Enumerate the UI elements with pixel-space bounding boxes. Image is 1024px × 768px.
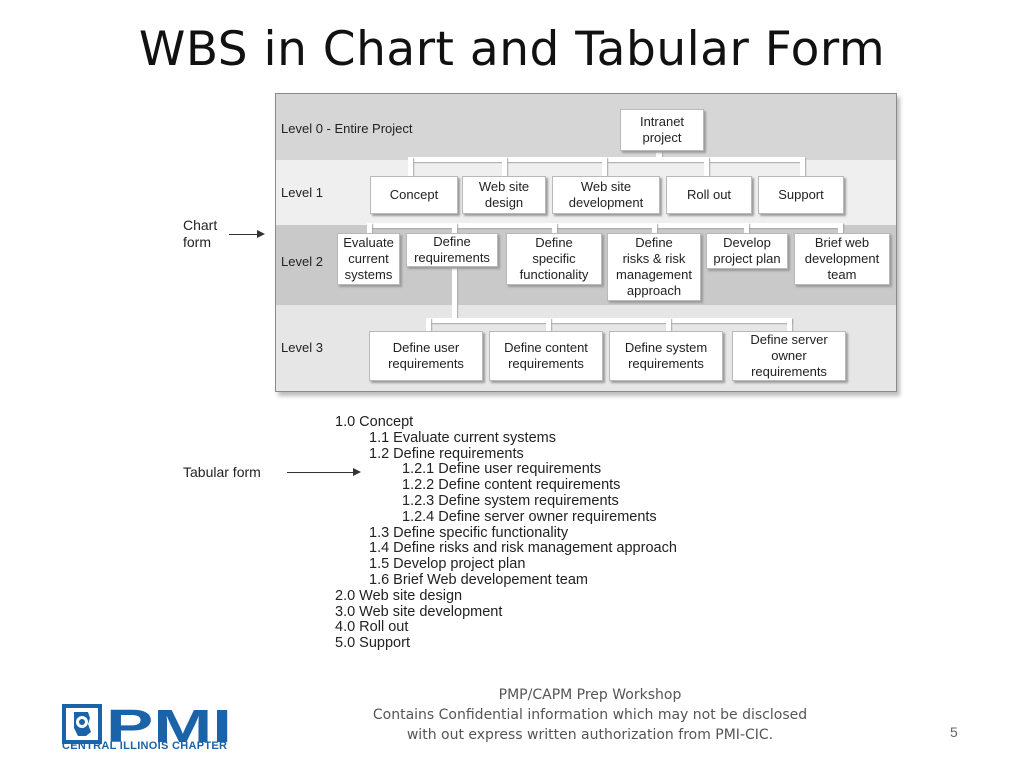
wbs-node-define-content-requirements: Define content requirements [489,331,603,381]
connector [408,157,413,177]
connector [800,157,805,177]
level-3-label: Level 3 [281,340,323,355]
footer-line-2: Contains Confidential information which … [372,707,808,723]
tabular-item: 1.3 Define specific functionality [369,524,569,541]
connector [652,223,657,235]
tabular-item: 1.0 Concept [335,414,414,430]
chart-form-arrow [229,230,265,238]
tabular-form-arrow [287,468,361,476]
tabular-item: 1.2.3 Define system requirements [402,492,619,509]
wbs-node-define-requirements: Define requirements [406,233,498,267]
connector [666,318,671,332]
tabular-item: 1.4 Define risks and risk management app… [369,540,677,557]
connector [546,318,551,332]
pmi-logo-text: PMI [106,700,232,752]
wbs-node-define-system-requirements: Define system requirements [609,331,723,381]
connector [502,157,507,177]
wbs-node-concept: Concept [370,176,458,214]
footer-line-1: PMP/CAPM Prep Workshop [498,687,682,703]
tabular-item: 2.0 Web site design [335,587,463,604]
connector [744,223,749,235]
wbs-node-web-site-design: Web site design [462,176,546,214]
chart-form-label: Chart form [183,217,218,250]
slide-title: WBS in Chart and Tabular Form [138,22,886,77]
tabular-item: 1.2.2 Define content requirements [402,477,621,494]
level-1-label: Level 1 [281,185,323,200]
wbs-node-define-specific-functionality: Define specific functionality [506,233,602,285]
connector [552,223,557,235]
tabular-form-label: Tabular form [183,464,261,480]
connector [367,223,372,235]
connector [704,157,709,177]
tabular-item: 1.2.1 Define user requirements [402,461,602,478]
wbs-node-evaluate-current-systems: Evaluate current systems [337,233,400,285]
connector [426,318,792,323]
tabular-item: 1.5 Develop project plan [369,556,526,573]
connector [787,318,792,332]
level-0-band [276,94,896,160]
tabular-item: 1.6 Brief Web developement team [369,571,588,588]
tabular-item: 4.0 Roll out [335,619,409,636]
wbs-node-web-site-development: Web site development [552,176,660,214]
connector [602,157,607,177]
wbs-node-define-server-owner-requirements: Define server owner requirements [732,331,846,381]
connector [656,145,662,159]
wbs-node-develop-project-plan: Develop project plan [706,233,788,269]
wbs-chart: Level 0 - Entire Project Level 1 Level 2… [275,93,897,392]
footer-line-3: with out express written authorization f… [406,727,774,743]
connector [838,223,843,235]
wbs-node-define-risks: Define risks & risk management approach [607,233,701,301]
wbs-node-support: Support [758,176,844,214]
tabular-item: 3.0 Web site development [335,603,503,620]
wbs-node-define-user-requirements: Define user requirements [369,331,483,381]
footer: PMP/CAPM Prep Workshop Contains Confiden… [330,685,850,745]
connector [367,223,843,228]
wbs-node-intranet-project: Intranet project [620,109,704,151]
page-number: 5 [950,724,958,740]
tabular-item: 1.2.4 Define server owner requirements [402,508,657,525]
level-2-label: Level 2 [281,254,323,269]
pmi-logo: PMI [62,700,232,752]
connector [452,223,457,235]
level-0-label: Level 0 - Entire Project [281,121,413,136]
pmi-chapter-name: CENTRAL ILLINOIS CHAPTER [62,740,228,752]
connector [452,266,457,322]
tabular-item: 1.2 Define requirements [369,445,524,462]
connector [426,318,431,332]
tabular-item: 5.0 Support [335,635,410,652]
wbs-node-roll-out: Roll out [666,176,752,214]
tabular-item: 1.1 Evaluate current systems [369,429,556,446]
wbs-node-brief-web-development-team: Brief web development team [794,233,890,285]
